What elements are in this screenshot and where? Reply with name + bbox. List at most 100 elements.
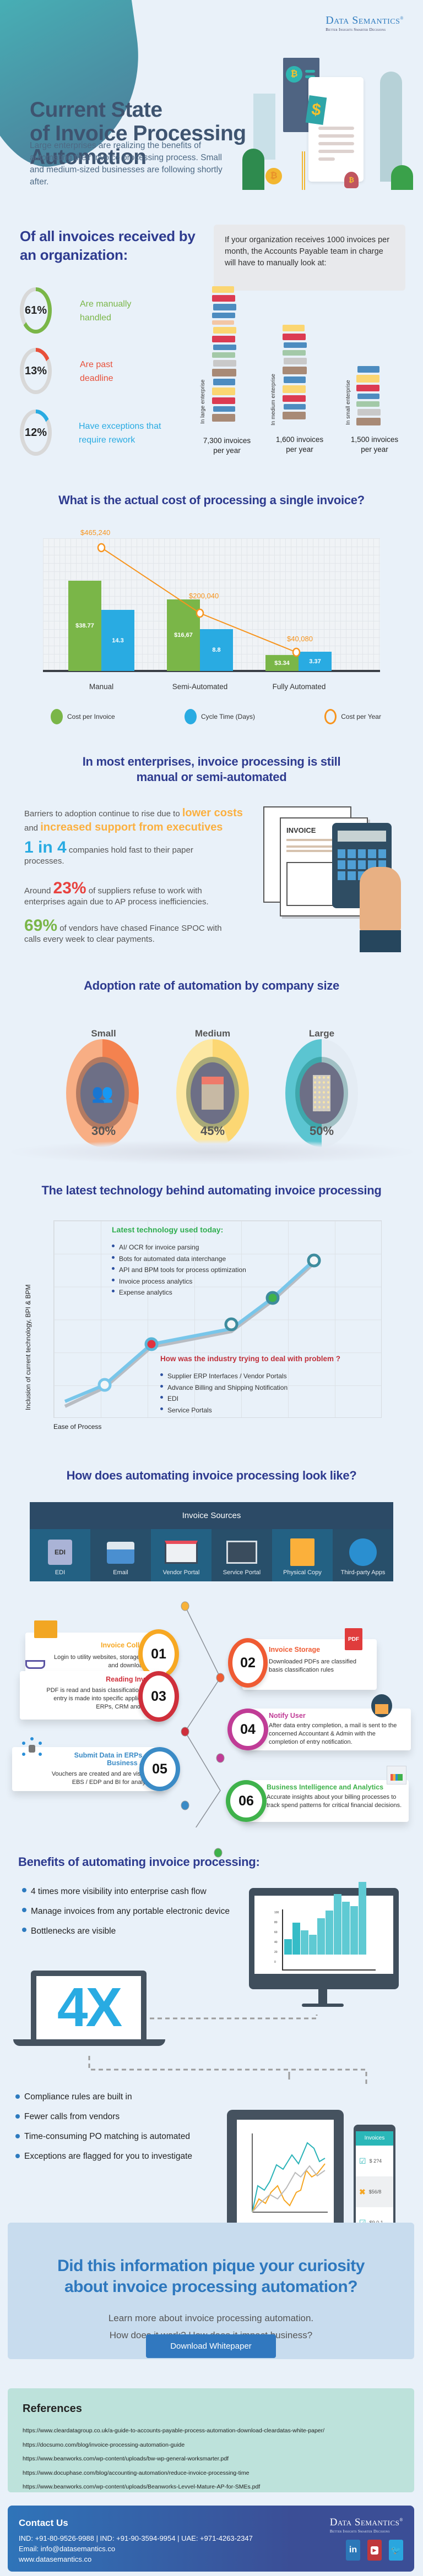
big-stat-4x: 4X [36,1976,141,2039]
benefit-text: Manage invoices from any portable electr… [31,1907,230,1916]
phone-row-approved: ☑$ 2?4 [356,2146,393,2176]
invoice-calculator-illustration: INVOICE [263,806,406,952]
step-desc: Downloaded PDFs are classified basis cla… [269,1658,356,1673]
benefit-text: 4 times more visibility into enterprise … [31,1887,207,1896]
adoption-value-small: 30% [91,1124,116,1138]
step-desc: Accurate insights about your billing pro… [267,1794,402,1809]
source-email: Email [90,1529,151,1581]
invoice-paper [308,77,364,182]
office-building-icon [300,1062,344,1124]
hero-title-line-2: of Invoice Processing [30,122,246,145]
benefits-top-list: 4 times more visibility into enterprise … [22,1885,242,1938]
source-label: Service Portal [223,1569,261,1576]
today-item: Invoice process analytics [119,1277,193,1285]
stack-unit-text: per year [361,445,388,454]
twitter-icon[interactable]: 🐦 [389,2540,403,2561]
step-title: Business Intelligence and Analytics [267,1783,384,1791]
download-whitepaper-button[interactable]: Download Whitepaper [146,2334,276,2358]
workflow-connector [181,1601,225,1827]
stat-text: of suppliers refuse to work with enterpr… [24,886,209,907]
stat-vendors-chased: 69% of vendors have chased Finance SPOC … [24,918,223,945]
step-card-04: Notify User After data entry completion,… [242,1694,411,1750]
tablet-illustration [227,2110,344,2246]
phone-header: Invoices [356,2131,393,2146]
step-number-05: 05 [139,1747,180,1791]
bar-fully-cycle: 3.37 [299,652,332,671]
benefit-item: Exceptions are flagged for you to invest… [15,2151,236,2162]
stack-unit-text: per year [213,446,241,455]
hero-illustration: ₿ $ ₿ ₿ [237,55,413,190]
category-semi-automated: Semi-Automated [172,683,228,691]
plant-decoration [391,165,413,190]
paper-document-icon [290,1538,314,1566]
legend-cost-per-invoice: Cost per Invoice [51,709,115,724]
contact-email[interactable]: Email: info@datasemantics.co [19,2545,116,2553]
network-icon [21,1737,43,1759]
references-list: https://www.cleardatagroup.co.uk/a-guide… [23,2424,399,2495]
contact-footer: Contact Us IND: +91-80-9526-9988 | IND: … [8,2506,414,2572]
tech-x-axis-label: Ease of Process [53,1423,102,1431]
benefit-item: Compliance rules are built in [15,2092,236,2103]
legend-ring [324,709,337,724]
step-number-06: 06 [226,1780,267,1822]
barriers-pre: Barriers to adoption continue to rise du… [24,809,180,818]
reference-link[interactable]: https://www.beanworks.com/wp-content/upl… [23,2484,261,2490]
monitor-icon [165,1541,198,1564]
adoption-ring-medium [176,1039,249,1147]
ladder-decoration [302,151,305,190]
past-list: Supplier ERP Interfaces / Vendor Portals… [160,1371,288,1416]
glasses-icon [25,1660,45,1669]
legend-label: Cost per Invoice [67,713,115,721]
phone-row-amount: $56/8 [368,2189,382,2195]
cost-chart-heading: What is the actual cost of processing a … [58,493,365,507]
brand-name: Data Semantics [329,2517,400,2528]
reference-link[interactable]: https://www.cleardatagroup.co.uk/a-guide… [23,2427,325,2434]
binder-stack-small [356,366,384,427]
reference-link[interactable]: https://www.docuphase.com/blog/accountin… [23,2469,250,2476]
cta-line-1: Learn more about invoice processing auto… [108,2313,314,2323]
legend-dot [184,709,197,724]
barriers-text: Barriers to adoption continue to rise du… [24,806,256,835]
linkedin-icon[interactable]: in [346,2540,360,2561]
pdf-icon: PDF [345,1628,362,1650]
tablet-line-chart [237,2120,334,2235]
barriers-highlight-costs: lower costs [182,807,243,819]
money-bag-icon: ₿ [344,172,359,188]
brand-logo[interactable]: Data Semantics® Better Insights Smarter … [326,14,404,32]
legend-dot [51,709,63,724]
stack-label-large: In large enterprise [200,379,206,424]
stat-label-exceptions: Have exceptions that require rework [79,422,161,445]
benefit-item: Bottlenecks are visible [22,1925,242,1938]
cost-chart-legend: Cost per Invoice Cycle Time (Days) Cost … [51,709,381,724]
stack-count-text: 1,600 invoices [275,435,324,444]
youtube-icon[interactable]: ▶ [367,2540,382,2561]
benefit-text: Fewer calls from vendors [24,2112,120,2121]
footer-logo: Data Semantics® Better Insights Smarter … [330,2517,403,2534]
storefront-icon [191,1062,235,1124]
reference-link[interactable]: https://www.beanworks.com/wp-content/upl… [23,2455,229,2462]
line-label-manual: $465,240 [80,528,111,537]
contact-website[interactable]: www.datasemantics.co [19,2555,92,2563]
stack-label-medium: In medium enterprise [270,374,276,425]
today-title: Latest technology used today: [112,1225,224,1234]
contact-title: Contact Us [19,2518,68,2528]
tick: 100 [274,1911,279,1914]
benefit-text: Exceptions are flagged for you to invest… [24,2152,193,2161]
step-card-06: Business Intelligence and Analytics Accu… [242,1766,409,1822]
hero-title: Current State of Invoice Processing Auto… [30,98,246,169]
benefits-heading: Benefits of automating invoice processin… [18,1855,260,1869]
adoption-value-large: 50% [309,1124,334,1138]
step-number-01: 01 [138,1629,179,1679]
source-third-party-apps: Third-party Apps [333,1529,393,1581]
reference-link[interactable]: https://docsumo.com/blog/invoice-process… [23,2441,185,2448]
brand-tagline: Better Insights Smarter Decisions [329,2529,390,2534]
references-title: References [23,2403,82,2415]
stat-value-past-deadline: 13% [24,364,47,377]
stat-ring-past-deadline: 13% [20,348,52,394]
stat-big-23: 23% [53,879,86,897]
source-service-portal: Service Portal [212,1529,272,1581]
